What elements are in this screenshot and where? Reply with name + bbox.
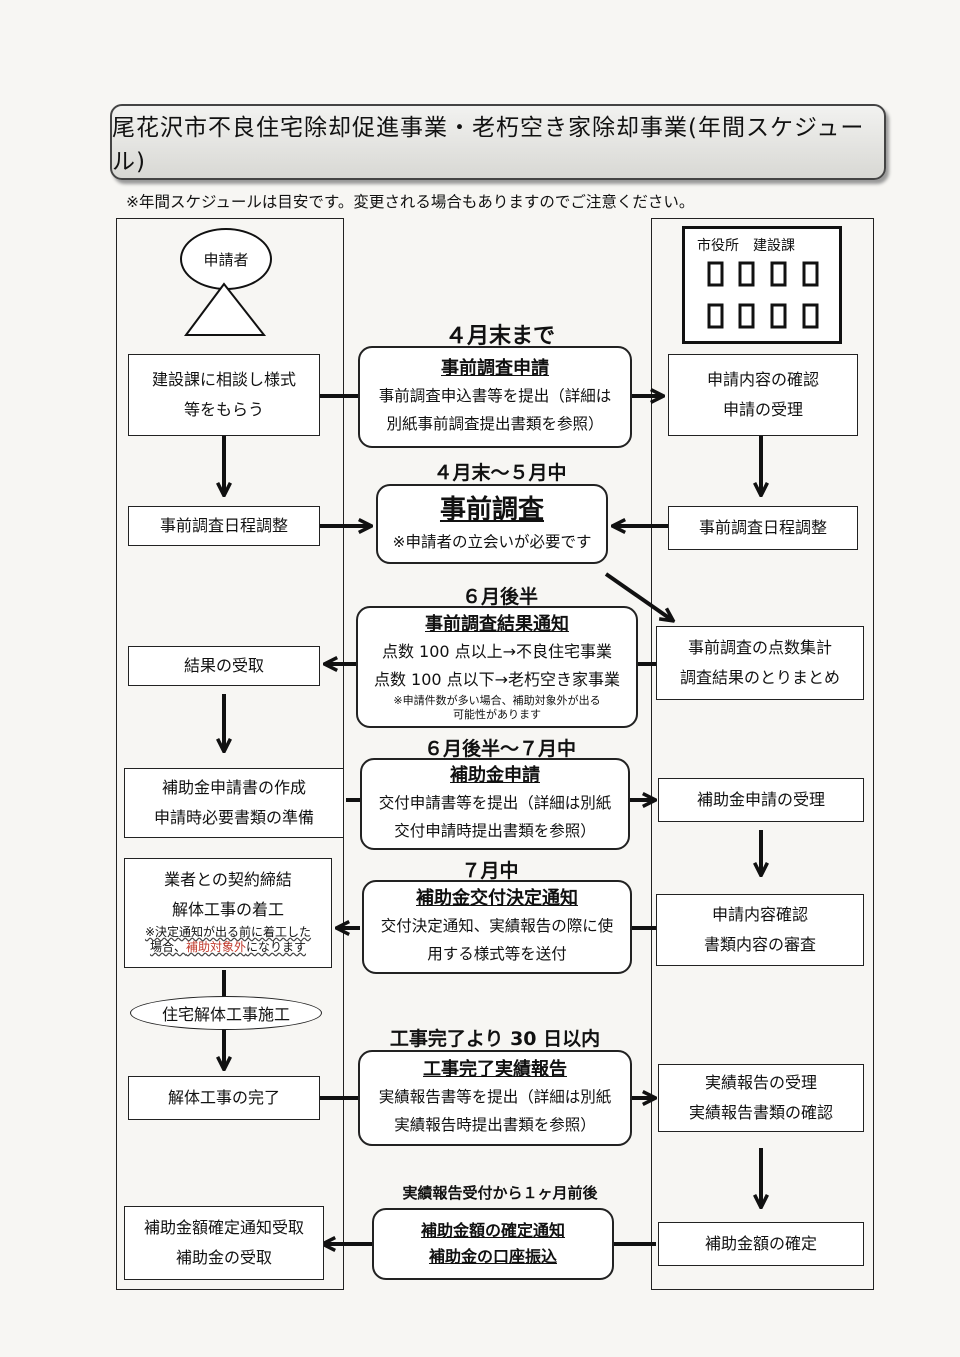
applicant-column <box>116 218 344 1290</box>
applicant-head: 申請者 <box>180 228 272 290</box>
left-contract-box: 業者との契約締結 解体工事の着工 ※決定通知が出る前に着工した 場合、補助対象外… <box>124 858 332 968</box>
left-prepare-box: 補助金申請書の作成 申請時必要書類の準備 <box>124 768 344 838</box>
left-receive-result-box: 結果の受取 <box>128 646 320 686</box>
right-tally-box: 事前調査の点数集計 調査結果のとりまとめ <box>656 626 864 700</box>
city-office-label: 市役所 建設課 <box>697 238 795 254</box>
step-6-timing: 工事完了より 30 日以内 <box>389 1028 601 1050</box>
right-report-box: 実績報告の受理 実績報告書類の確認 <box>658 1064 864 1132</box>
contract-warning-note: ※決定通知が出る前に着工した 場合、補助対象外になります <box>144 925 312 954</box>
right-review-box: 申請内容確認 書類内容の審査 <box>656 894 864 966</box>
step-7-final-amount-notice: 補助金額の確定通知 補助金の口座振込 <box>372 1208 614 1280</box>
step-4-timing: ６月後半～７月中 <box>423 738 576 760</box>
step-2-timing: ４月末～５月中 <box>433 462 567 484</box>
applicant-body-icon <box>184 282 267 336</box>
step-3-timing: ６月後半 <box>461 586 538 608</box>
step-1-timing: ４月末まで <box>444 324 555 349</box>
step-1-pre-survey-application: 事前調査申請 事前調査申込書等を提出（詳細は 別紙事前調査提出書類を参照） <box>358 346 632 448</box>
left-schedule-box: 事前調査日程調整 <box>128 506 320 546</box>
step-5-timing: ７月中 <box>461 860 519 882</box>
demolition-oval: 住宅解体工事施工 <box>130 996 322 1030</box>
schedule-notice: ※年間スケジュールは目安です。変更される場合もありますのでご注意ください。 <box>126 193 695 211</box>
left-consult-box: 建設課に相談し様式 等をもらう <box>128 354 320 436</box>
city-office-building-icon: 市役所 建設課 <box>682 226 842 344</box>
step-3-survey-result-notice: 事前調査結果通知 点数 100 点以上→不良住宅事業 点数 100 点以下→老朽… <box>356 606 638 728</box>
step-4-subsidy-application: 補助金申請 交付申請書等を提出（詳細は別紙 交付申請時提出書類を参照） <box>360 758 630 850</box>
left-complete-box: 解体工事の完了 <box>128 1076 320 1120</box>
step-7-timing: 実績報告受付から１ヶ月前後 <box>402 1184 598 1202</box>
step-5-grant-decision-notice: 補助金交付決定通知 交付決定通知、実績報告の際に使 用する様式等を送付 <box>362 880 632 974</box>
applicant-icon: 申請者 <box>176 228 276 340</box>
step-2-pre-survey: 事前調査 ※申請者の立会いが必要です <box>376 484 608 564</box>
page-title: 尾花沢市不良住宅除却促進事業・老朽空き家除却事業(年間スケジュール) <box>110 104 886 180</box>
right-schedule-box: 事前調査日程調整 <box>668 506 858 550</box>
step-6-completion-report: 工事完了実績報告 実績報告書等を提出（詳細は別紙 実績報告時提出書類を参照） <box>358 1050 632 1146</box>
right-accept-box: 補助金申請の受理 <box>658 778 864 822</box>
right-final-box: 補助金額の確定 <box>658 1222 864 1266</box>
right-confirm-box: 申請内容の確認 申請の受理 <box>668 354 858 436</box>
city-office-column <box>651 218 874 1290</box>
left-final-box: 補助金額確定通知受取 補助金の受取 <box>124 1206 324 1280</box>
